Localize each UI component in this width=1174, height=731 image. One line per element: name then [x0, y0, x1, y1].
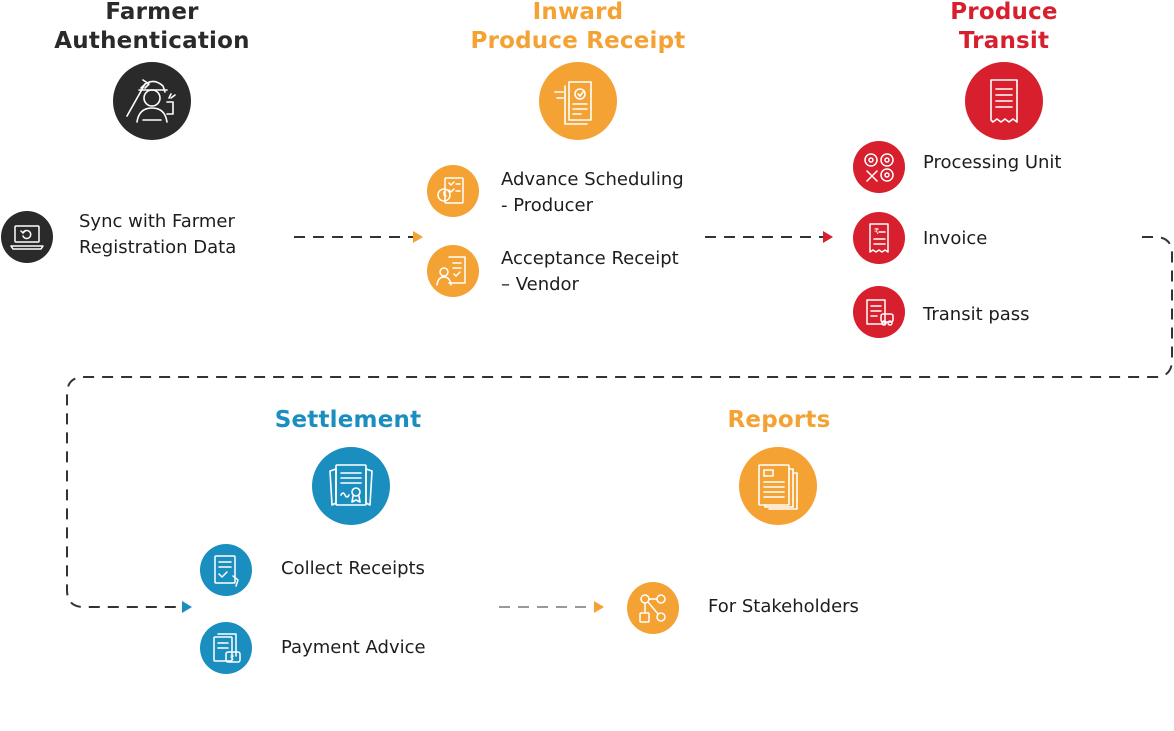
inward-item-acceptance: Acceptance Receipt – Vendor	[501, 246, 679, 298]
inward-item-scheduling-line2: - Producer	[501, 195, 593, 216]
reports-item-stakeholders-line1: For Stakeholders	[708, 596, 859, 617]
transit-item-pass: Transit pass	[923, 302, 1030, 328]
stage-title-farmer: Farmer Authentication	[52, 0, 252, 56]
farmer-item-sync: Sync with Farmer Registration Data	[79, 209, 236, 261]
settlement-item-collect-line1: Collect Receipts	[281, 558, 425, 579]
gears-icon	[853, 141, 905, 193]
invoice-icon: ₹	[853, 212, 905, 264]
laptop-sync-icon	[1, 211, 53, 263]
inward-item-scheduling: Advance Scheduling - Producer	[501, 167, 684, 219]
schedule-checklist-icon	[427, 165, 479, 217]
transit-item-invoice: Invoice	[923, 226, 987, 252]
inward-item-scheduling-line1: Advance Scheduling	[501, 169, 684, 190]
receipt-document-icon	[539, 62, 617, 140]
arrowhead-inward	[413, 231, 423, 243]
farmer-icon	[113, 62, 191, 140]
inward-title-line2: Produce Receipt	[470, 28, 686, 54]
stage-title-transit: Produce Transit	[904, 0, 1104, 56]
stage-title-inward: Inward Produce Receipt	[458, 0, 698, 56]
settlement-item-payment-line1: Payment Advice	[281, 637, 426, 658]
svg-text:₹: ₹	[874, 227, 879, 236]
farmer-title-line2: Authentication	[54, 28, 250, 54]
bill-icon	[965, 62, 1043, 140]
transit-pass-icon	[853, 286, 905, 338]
collect-receipts-icon	[200, 544, 252, 596]
reports-item-stakeholders: For Stakeholders	[708, 594, 859, 620]
arrowhead-transit	[823, 231, 833, 243]
farmer-item-sync-line2: Registration Data	[79, 237, 237, 258]
transit-item-pass-line1: Transit pass	[923, 304, 1030, 325]
svg-text:₹: ₹	[230, 654, 235, 662]
settlement-title-line1: Settlement	[274, 407, 422, 433]
inward-item-acceptance-line1: Acceptance Receipt	[501, 248, 679, 269]
transit-item-processing: Processing Unit	[923, 150, 1061, 176]
settlement-item-payment: Payment Advice	[281, 635, 426, 661]
stage-title-reports: Reports	[679, 406, 879, 435]
farmer-item-sync-line1: Sync with Farmer	[79, 211, 235, 232]
payment-advice-icon: ₹	[200, 622, 252, 674]
settlement-item-collect: Collect Receipts	[281, 556, 425, 582]
reports-title-line1: Reports	[727, 407, 831, 433]
certificate-icon	[312, 447, 390, 525]
inward-item-acceptance-line2: – Vendor	[501, 274, 579, 295]
acceptance-receipt-icon	[427, 245, 479, 297]
arrowhead-settlement	[182, 601, 192, 613]
connector-transit-to-settlement	[66, 236, 1173, 608]
transit-title-line2: Transit	[958, 28, 1050, 54]
transit-title-line1: Produce	[950, 0, 1058, 25]
report-pages-icon	[739, 447, 817, 525]
transit-item-processing-line1: Processing Unit	[923, 152, 1062, 173]
stakeholders-icon	[627, 582, 679, 634]
arrowhead-reports	[594, 601, 604, 613]
inward-title-line1: Inward	[532, 0, 624, 25]
stage-title-settlement: Settlement	[248, 406, 448, 435]
farmer-title-line1: Farmer	[105, 0, 199, 25]
transit-item-invoice-line1: Invoice	[923, 228, 988, 249]
